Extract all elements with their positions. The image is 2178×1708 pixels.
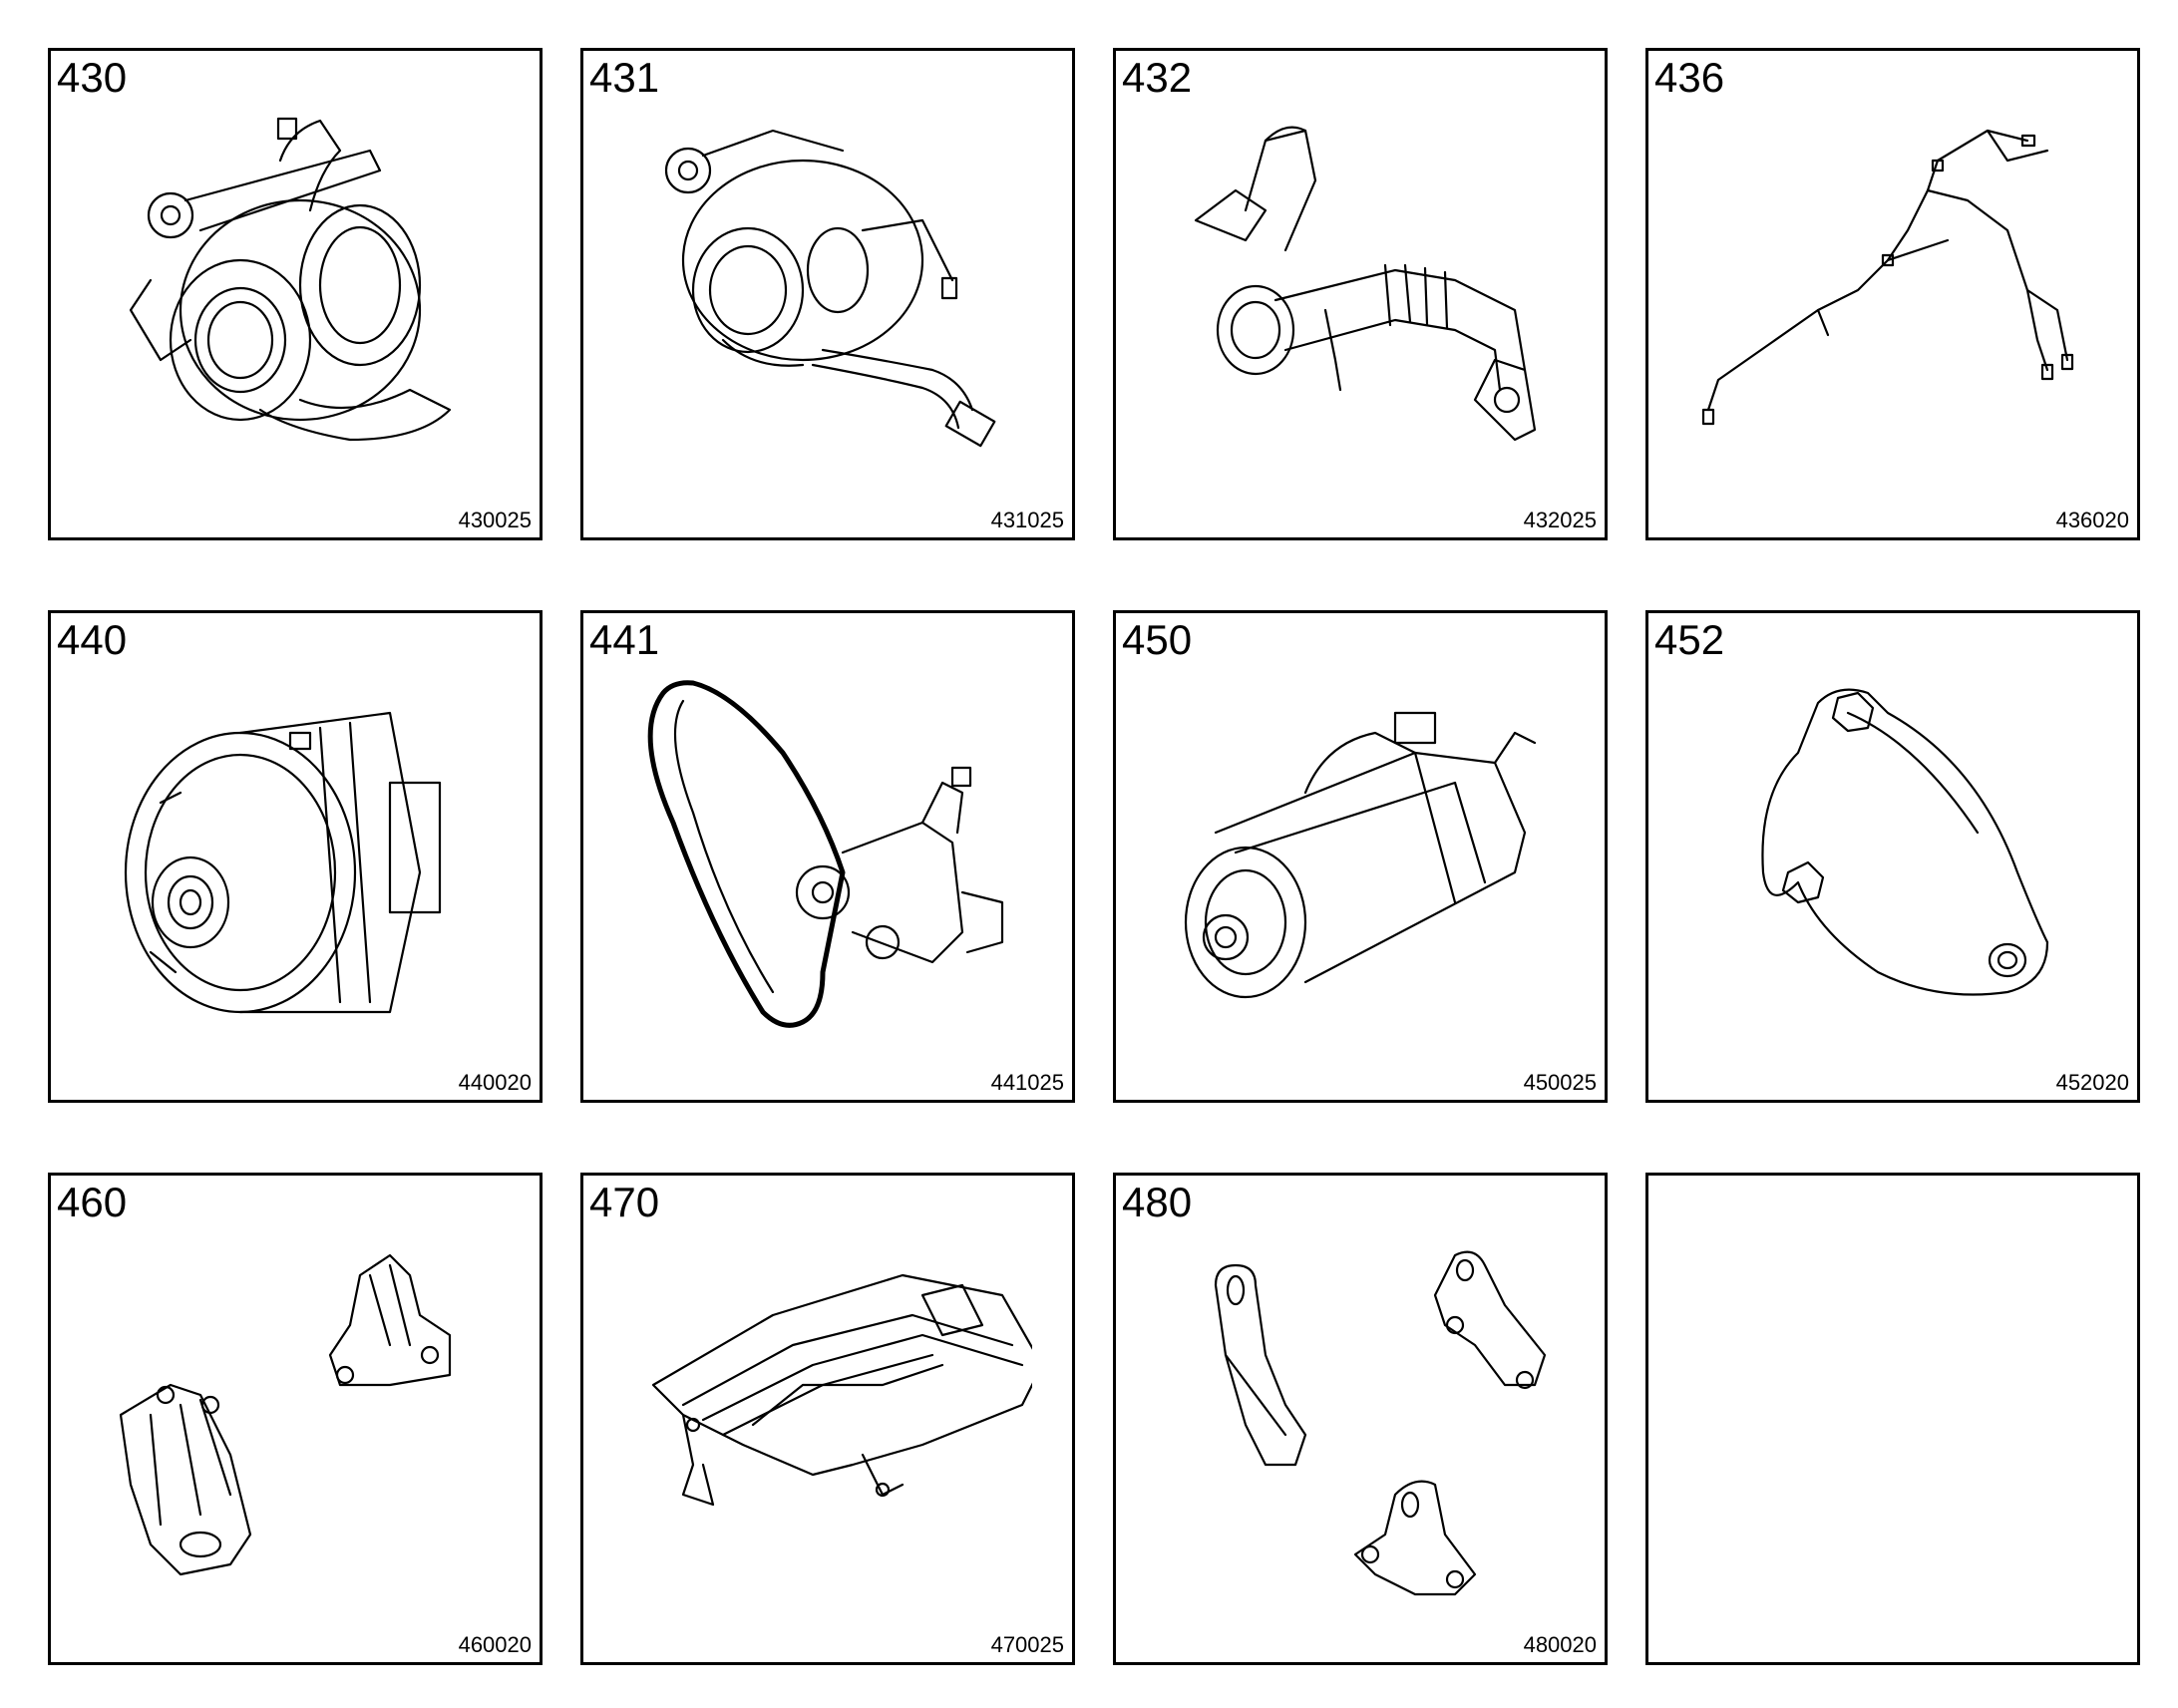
parts-cell-430[interactable]: 430 430025 — [48, 48, 543, 540]
cover-plate-icon — [1688, 673, 2097, 1052]
group-number: 431 — [589, 54, 660, 101]
figure-code: 452020 — [2055, 1070, 2129, 1095]
parts-cell-441[interactable]: 441 441025 — [580, 610, 1075, 1103]
starter-motor-icon — [1156, 673, 1565, 1052]
parts-cell-460[interactable]: 460 460020 — [48, 1173, 543, 1665]
wiring-harness-icon — [1688, 111, 2097, 490]
parts-cell-470[interactable]: 470 470025 — [580, 1173, 1075, 1665]
alternator-icon — [91, 673, 500, 1052]
figure-code: 441025 — [990, 1070, 1064, 1095]
group-number: 432 — [1122, 54, 1193, 101]
figure-code: 440020 — [458, 1070, 532, 1095]
parts-cell-440[interactable]: 440 440020 — [48, 610, 543, 1103]
engine-cover-icon — [623, 1235, 1044, 1614]
figure-code: 450025 — [1523, 1070, 1597, 1095]
figure-code: 430025 — [458, 508, 532, 532]
figure-code: 436020 — [2055, 508, 2129, 532]
group-number: 430 — [57, 54, 128, 101]
parts-cell-432[interactable]: 432 432025 — [1113, 48, 1608, 540]
parts-cell-empty — [1645, 1173, 2140, 1665]
group-number: 440 — [57, 616, 128, 663]
group-number: 470 — [589, 1179, 660, 1225]
belt-tensioner-icon — [623, 673, 1032, 1052]
group-number: 441 — [589, 616, 660, 663]
group-number: 436 — [1654, 54, 1725, 101]
figure-code: 432025 — [1523, 508, 1597, 532]
group-number: 450 — [1122, 616, 1193, 663]
group-number: 480 — [1122, 1179, 1193, 1225]
turbocharger-with-pipe-icon — [623, 111, 1032, 490]
lifting-brackets-icon — [1156, 1235, 1565, 1614]
parts-cell-450[interactable]: 450 450025 — [1113, 610, 1608, 1103]
figure-code: 460020 — [458, 1632, 532, 1657]
parts-cell-480[interactable]: 480 480020 — [1113, 1173, 1608, 1665]
parts-cell-436[interactable]: 436 436020 — [1645, 48, 2140, 540]
turbocharger-icon — [91, 111, 500, 490]
parts-cell-431[interactable]: 431 431025 — [580, 48, 1075, 540]
figure-code: 480020 — [1523, 1632, 1597, 1657]
group-number: 460 — [57, 1179, 128, 1225]
parts-cell-452[interactable]: 452 452020 — [1645, 610, 2140, 1103]
intake-pipe-icon — [1156, 111, 1565, 490]
figure-code: 431025 — [990, 508, 1064, 532]
engine-mount-brackets-icon — [91, 1235, 500, 1614]
figure-code: 470025 — [990, 1632, 1064, 1657]
group-number: 452 — [1654, 616, 1725, 663]
